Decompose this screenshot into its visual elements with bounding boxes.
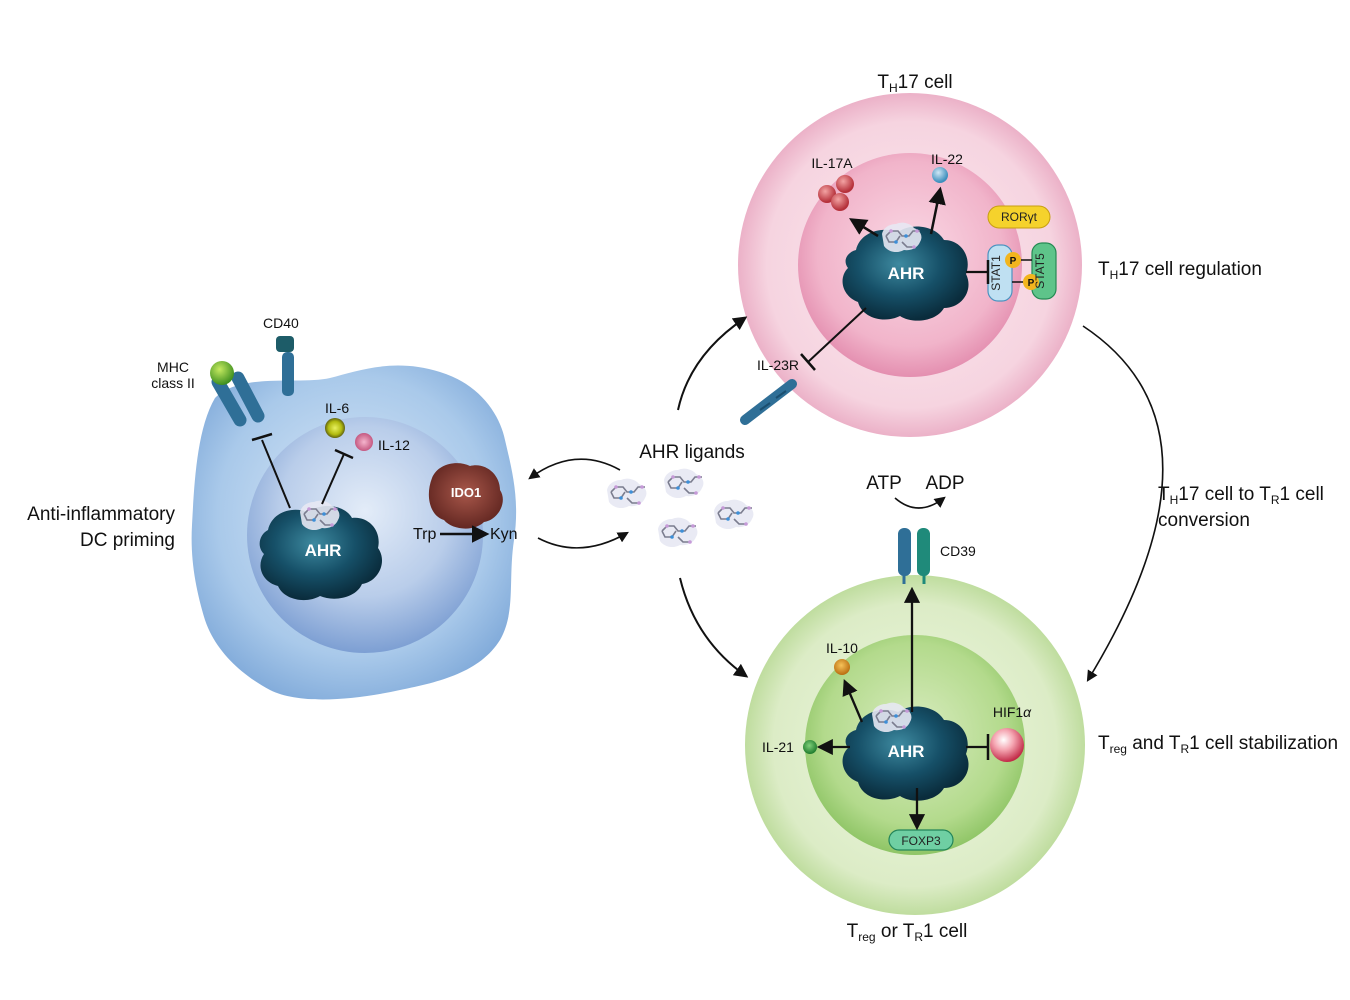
phosphate-label-stat1: P — [1010, 256, 1017, 267]
th17-cell — [738, 93, 1082, 437]
conversion-label-line1: TH17 cell to TR1 cell — [1158, 484, 1324, 507]
stat1-phosphate-icon — [1005, 252, 1021, 268]
mhc-label-line2: class II — [151, 375, 195, 391]
il12-cytokine-icon — [355, 433, 373, 451]
il10-cytokine-icon — [834, 659, 850, 675]
free-ligand-icon — [663, 467, 705, 499]
treg-cell — [745, 496, 1085, 915]
th17-to-treg-conversion-arrow — [1082, 325, 1164, 682]
mhc-class-ii-receptor-icon — [210, 361, 265, 427]
dc-priming-label-line1: Anti-inflammatory — [27, 504, 175, 525]
stat5-label: STAT5 — [1033, 253, 1047, 289]
th17-ahr-label: AHR — [888, 264, 925, 283]
conversion-label-line2: conversion — [1158, 510, 1250, 531]
kyn-label: Kyn — [490, 526, 518, 543]
il12-label: IL-12 — [378, 437, 410, 453]
dc-to-ligand-arrow — [537, 531, 629, 549]
stat5-phosphate-icon — [1023, 274, 1039, 290]
free-ligand-icon — [657, 516, 699, 548]
dc-priming-label-line2: DC priming — [80, 530, 175, 551]
stat1-label: STAT1 — [989, 255, 1003, 291]
il6-cytokine-icon — [325, 418, 345, 438]
th17-ahr-complex-icon — [842, 226, 969, 321]
il21-label: IL-21 — [762, 739, 794, 755]
hif1a-label: HIF1α — [993, 704, 1032, 720]
roryt-label: RORγt — [1001, 210, 1038, 224]
cd39-receptor-icon — [898, 528, 930, 584]
il23r-receptor-icon — [740, 379, 797, 425]
ligand-to-treg-arrow — [679, 577, 749, 678]
ligand-to-th17-arrow — [677, 316, 748, 411]
hif1a-protein-icon — [990, 728, 1024, 762]
atp-label: ATP — [866, 473, 902, 494]
il21-cytokine-icon — [803, 740, 817, 754]
ligand-to-dc-arrow — [528, 458, 621, 480]
free-ligand-icon — [606, 477, 648, 509]
phosphate-label-stat5: P — [1028, 278, 1035, 289]
ahr-ligands-label: AHR ligands — [639, 442, 745, 463]
pathway-arrows — [528, 316, 1164, 682]
dendritic-cell — [191, 336, 517, 700]
mhc-label-line1: MHC — [157, 359, 189, 375]
dc-ahr-complex-icon — [259, 506, 383, 601]
treg-stabilization-label: Treg and TR1 cell stabilization — [1098, 733, 1338, 756]
foxp3-label: FOXP3 — [901, 834, 941, 848]
il10-label: IL-10 — [826, 640, 858, 656]
cd39-label: CD39 — [940, 543, 976, 559]
il22-cytokine-icon — [932, 167, 948, 183]
free-ligand-icon — [713, 498, 755, 530]
cd40-receptor-icon — [276, 336, 294, 396]
dc-ahr-label: AHR — [305, 541, 342, 560]
th17-cell-title: TH17 cell — [877, 72, 952, 95]
roryt-protein-icon — [987, 205, 1051, 229]
ido1-label: IDO1 — [451, 485, 481, 500]
ahr-ligand-cluster — [606, 467, 755, 548]
il22-label: IL-22 — [931, 151, 963, 167]
il17a-label: IL-17A — [811, 155, 853, 171]
th17-regulation-label: TH17 cell regulation — [1098, 259, 1262, 282]
cd40-label: CD40 — [263, 315, 299, 331]
treg-ahr-complex-icon — [842, 706, 969, 801]
adp-label: ADP — [925, 473, 964, 494]
il23r-label: IL-23R — [757, 357, 799, 373]
treg-ahr-label: AHR — [888, 742, 925, 761]
trp-label: Trp — [413, 526, 437, 543]
il17a-cytokine-icon — [818, 175, 854, 211]
treg-cell-title: Treg or TR1 cell — [847, 921, 968, 944]
il6-label: IL-6 — [325, 400, 349, 416]
ido1-protein-icon — [428, 463, 503, 529]
